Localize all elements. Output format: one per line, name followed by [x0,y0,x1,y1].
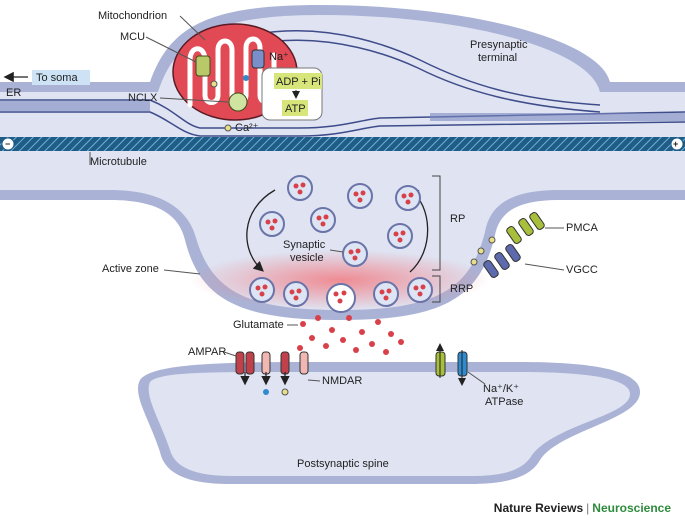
microtubule [0,137,685,151]
journal-credit: Nature Reviews|Neuroscience [494,501,671,515]
microtubule-label: Microtubule [90,156,147,168]
adp-pi-label: ADP + Pi [276,76,321,88]
microtubule-plus-end [670,137,684,151]
ca-ion [281,388,289,396]
vgcc-label: VGCC [566,264,598,276]
ca-ion [488,236,496,244]
to-soma-box [32,70,90,85]
nclx-label: NCLX [128,92,158,104]
presynaptic-cytoplasm [0,15,685,310]
rrp-bracket [432,275,441,303]
synaptic-vesicle [342,241,368,267]
nmdar-label: NMDAR [322,375,362,387]
na-k-atpase [435,343,468,386]
na-k-atpase-label-2: ATPase [485,396,523,408]
glutamate-label: Glutamate [233,319,284,331]
nclx-transporter [228,92,248,112]
active-zone-leader [163,269,201,275]
synaptic-vesicle [259,211,285,237]
mcu-ion [210,80,218,88]
synaptic-vesicle [310,207,336,233]
rp-label: RP [450,213,465,225]
active-zone-label: Active zone [102,263,159,275]
postsynaptic-spine-label: Postsynaptic spine [297,458,389,470]
synaptic-vesicle [373,281,399,307]
nclx-leader [159,97,229,103]
adp-pi-badge [274,73,322,89]
nmdar-leader [307,379,321,382]
na-ion [263,389,269,395]
fusing-vesicle [326,283,356,313]
mcu-transporter [195,55,211,77]
synaptic-vesicle-label-2: vesicle [290,252,324,264]
ca-label: Ca²⁺ [235,122,259,134]
rp-bracket [432,175,441,271]
synaptic-vesicle [249,277,275,303]
na-channel [251,49,265,69]
mitochondrion-label: Mitochondrion [98,10,167,22]
ca-ion [470,258,478,266]
er-label: ER [6,87,21,99]
atp-label: ATP [285,103,306,115]
glutamate-molecules [297,315,404,355]
journal-separator: | [586,501,590,515]
na-ion [243,75,249,81]
to-soma-label: To soma [36,72,78,84]
mcu-leader [145,36,197,63]
na-label: Na⁺ [269,51,289,63]
microtubule-plus-label: + [673,139,678,149]
synaptic-vesicle [387,223,413,249]
ampar-receptor [235,351,290,375]
rrp-label: RRP [450,283,473,295]
ca-ion [224,124,232,132]
synaptic-vesicle [347,183,373,209]
microtubule-minus-label: − [5,139,10,149]
atp-badge [282,100,308,116]
synaptic-vesicle [407,277,433,303]
mitochondrion-leader [179,15,206,41]
pmca-pump [506,212,545,244]
presynaptic-terminal-label-1: Presynaptic [470,39,528,51]
ca-ion [477,247,485,255]
er-lumen [0,101,685,121]
na-k-atpase-leader [467,371,486,385]
microtubule-minus-end [1,137,15,151]
journal-name: Nature Reviews [493,501,584,515]
synaptic-vesicle [287,175,313,201]
synaptic-vesicle-leader [329,249,344,253]
journal-section: Neuroscience [592,501,671,515]
nmdar-receptor [261,351,309,375]
synaptic-vesicle [283,281,309,307]
vgcc-channel [483,244,521,278]
synaptic-vesicle [395,185,421,211]
mcu-label: MCU [120,31,145,43]
vesicles [249,175,433,313]
vgcc-leader [524,263,565,271]
synaptic-vesicle-label-1: Synaptic [283,239,326,251]
cycle-arrow-left [246,189,276,272]
ampar-leader [223,351,237,357]
receptor-flux-arrows [240,372,290,386]
pmca-label: PMCA [566,222,598,234]
postsynaptic-cytoplasm [148,372,630,476]
na-k-atpase-label-1: Na⁺/K⁺ [483,383,519,395]
ampar-label: AMPAR [188,346,226,358]
presynaptic-terminal-label-2: terminal [478,52,517,64]
